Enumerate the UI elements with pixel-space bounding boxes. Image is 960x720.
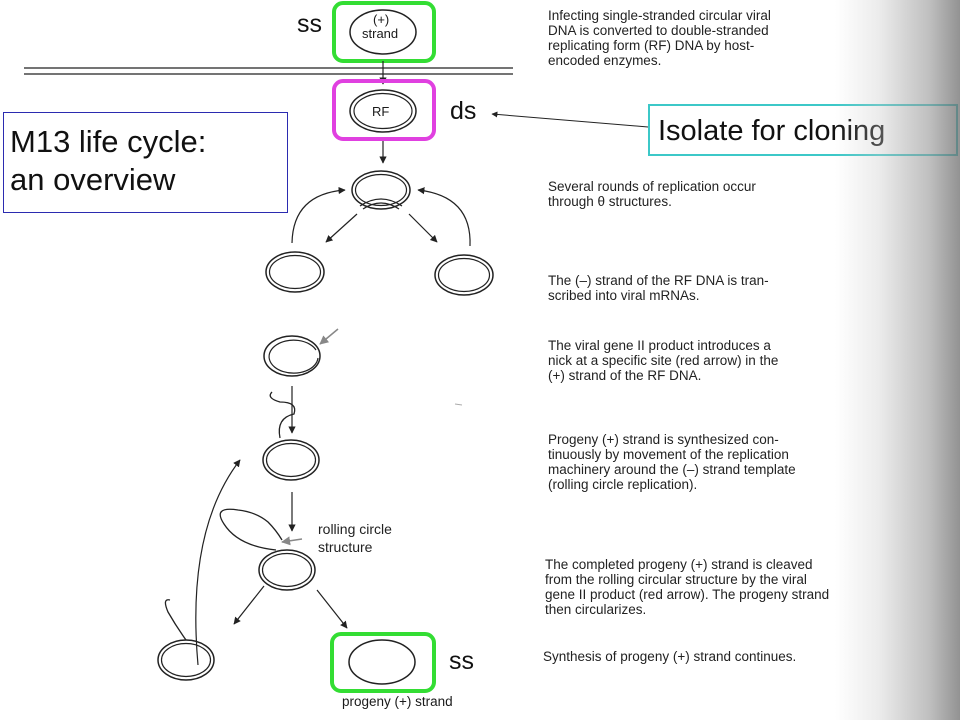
- step-description-4: The viral gene II product introduces a n…: [548, 338, 779, 383]
- label-ss-bottom: ss: [449, 647, 474, 675]
- progeny-circle: [348, 639, 416, 685]
- nicked-rf-outer: [263, 335, 321, 377]
- rf-copy-left-outer: [265, 251, 325, 293]
- arrow-rolling-to-progeny: [316, 589, 348, 629]
- label-ss-top: ss: [297, 10, 322, 38]
- nick-arrow: [319, 328, 339, 345]
- theta-bubble: [359, 198, 403, 207]
- arrow-rolling-to-left: [233, 585, 265, 625]
- scan-shadow: [835, 0, 960, 720]
- callout-pointer: [491, 111, 649, 128]
- theta-circle-outer: [351, 170, 411, 210]
- page-title: M13 life cycle: an overview: [10, 124, 207, 197]
- arrow-recycle-left: [291, 186, 346, 244]
- step-description-7: Synthesis of progeny (+) strand continue…: [543, 649, 797, 664]
- ss-circle-top: [349, 9, 417, 55]
- rf-box: [332, 79, 436, 141]
- step-description-1: Infecting single-stranded circular viral…: [548, 8, 771, 68]
- displaced-strand-3: [164, 599, 187, 641]
- rolling-circle-1-inner: [265, 442, 317, 478]
- step-description-6: The completed progeny (+) strand is clea…: [545, 557, 830, 617]
- arrow-recycle-rolling: [195, 459, 241, 666]
- arrow-theta-left: [325, 213, 358, 243]
- theta-circle-inner: [354, 173, 408, 207]
- rf-circle-outer: [349, 89, 417, 133]
- ss-box-top: [332, 1, 436, 63]
- label-ds: ds: [450, 97, 477, 125]
- arrow-recycle-right: [417, 187, 471, 247]
- rolling-circle-2-outer: [258, 549, 316, 591]
- rf-copy-left-inner: [268, 254, 322, 290]
- rf-copy-right-inner: [437, 257, 491, 293]
- displaced-strand-2: [219, 508, 283, 551]
- nicked-rf-inner: [268, 339, 319, 374]
- label-rolling-circle: rolling circle structure: [318, 521, 392, 555]
- speck-mark: [454, 403, 463, 406]
- arrow-theta-right: [408, 213, 438, 243]
- step-description-2: Several rounds of replication occur thro…: [548, 179, 756, 209]
- step-description-5: Progeny (+) strand is synthesized con- t…: [548, 432, 796, 492]
- rolling-circle-2-inner: [261, 552, 313, 588]
- rolling-circle-3-inner: [160, 642, 212, 678]
- displaced-strand-1: [269, 391, 296, 439]
- theta-bubble-inner: [362, 202, 400, 210]
- label-rf: RF: [372, 104, 390, 119]
- label-strand-top: strand: [362, 26, 399, 41]
- rf-copy-right-outer: [434, 254, 494, 296]
- rolling-circle-3-outer: [157, 639, 215, 681]
- label-plus-top: (+): [373, 12, 390, 27]
- label-progeny-strand: progeny (+) strand: [342, 694, 453, 709]
- rolling-circle-1-outer: [262, 439, 320, 481]
- ss-box-bottom: [330, 632, 436, 693]
- rf-circle-inner: [353, 92, 413, 130]
- title-box: M13 life cycle: an overview: [3, 112, 288, 213]
- step-description-3: The (–) strand of the RF DNA is tran- sc…: [548, 273, 769, 303]
- cleave-arrow: [281, 536, 303, 546]
